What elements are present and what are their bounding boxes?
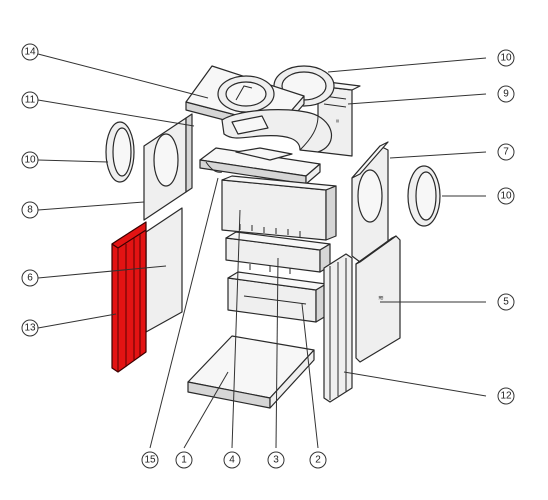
leader-lines [37, 53, 487, 449]
callout-4: 4 [223, 451, 241, 469]
svg-text:10: 10 [500, 53, 512, 64]
part-3-middle-brick [225, 231, 331, 274]
svg-text:6: 6 [27, 273, 33, 284]
part-10-left-ring [105, 121, 135, 183]
svg-text:12: 12 [500, 391, 512, 402]
part-13-left-front-strip-highlighted [111, 221, 147, 373]
svg-text:9: 9 [503, 89, 509, 100]
svg-text:4: 4 [229, 455, 235, 466]
callout-6: 6 [21, 269, 39, 287]
part-12-right-front-strip [323, 253, 353, 403]
svg-text:10: 10 [24, 155, 36, 166]
part-7-right-upper-panel [351, 141, 389, 263]
svg-text:2: 2 [315, 455, 321, 466]
svg-text:13: 13 [24, 323, 36, 334]
callout-7: 7 [497, 143, 515, 161]
svg-text:15: 15 [144, 455, 156, 466]
part-15-baffle-shelf [199, 147, 321, 185]
part-5-right-lower-panel: ≋ [355, 235, 401, 363]
svg-text:1: 1 [181, 455, 187, 466]
part-11-flue-pipe [221, 109, 333, 153]
callout-10-left: 10 [21, 151, 39, 169]
callout-10-right: 10 [497, 187, 515, 205]
part-4-rear-brick [221, 175, 337, 241]
svg-text:5: 5 [503, 297, 509, 308]
callout-12: 12 [497, 387, 515, 405]
part-10-right-ring [407, 165, 441, 227]
callout-10-top: 10 [497, 49, 515, 67]
svg-text:≋: ≋ [378, 295, 384, 302]
part-8-left-upper-panel [143, 113, 193, 221]
callout-1: 1 [175, 451, 193, 469]
svg-text:3: 3 [273, 455, 279, 466]
callout-3: 3 [267, 451, 285, 469]
svg-text:10: 10 [500, 191, 512, 202]
callout-5: 5 [497, 293, 515, 311]
part-1-floor-plate [187, 335, 315, 409]
callout-2: 2 [309, 451, 327, 469]
callout-9: 9 [497, 85, 515, 103]
callout-11: 11 [21, 91, 39, 109]
svg-text:11: 11 [25, 95, 36, 106]
callout-8: 8 [21, 201, 39, 219]
svg-text:7: 7 [503, 147, 509, 158]
svg-text:ᴵᴵᴵ: ᴵᴵᴵ [336, 119, 339, 126]
callout-14: 14 [21, 43, 39, 61]
svg-text:8: 8 [27, 205, 33, 216]
svg-text:14: 14 [24, 47, 36, 58]
callout-13: 13 [21, 319, 39, 337]
callout-15: 15 [141, 451, 159, 469]
